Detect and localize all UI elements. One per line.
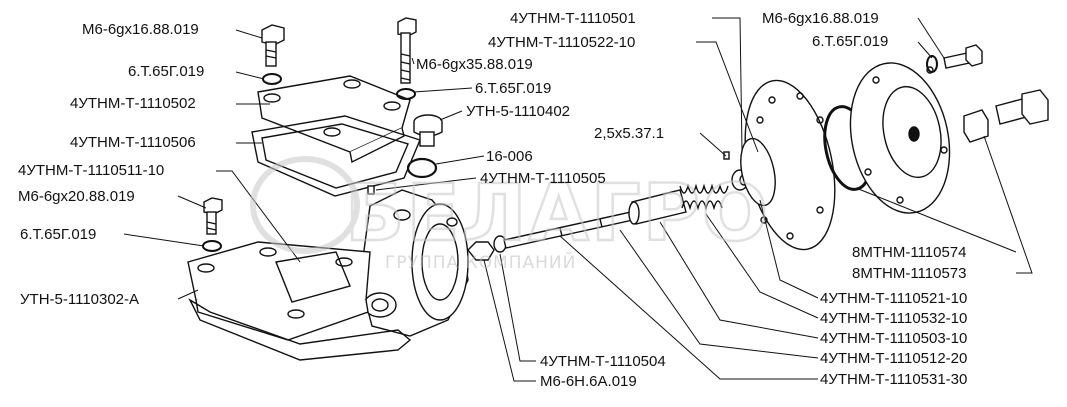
- gasket-1110506: [251, 115, 421, 197]
- bolt-m6x35: [397, 17, 417, 84]
- gasket-bottom: [188, 298, 412, 361]
- label-part-1110522: 4УТНМ-Т-1110522-10: [488, 34, 636, 51]
- bolt-m6x20: [203, 197, 223, 235]
- label-plug-1110402: УТН-5-1110402: [466, 103, 571, 120]
- label-part-1110505: 4УТНМ-Т-1110505: [480, 170, 606, 187]
- label-pin: 2,5х5.37.1: [594, 125, 665, 142]
- label-part-1110504: 4УТНМ-Т-1110504: [540, 353, 666, 370]
- label-part-1110511: 4УТНМ-Т-1110511-10: [18, 162, 165, 179]
- housing-body: [359, 189, 469, 337]
- watermark-brand: БЕЛАГРО: [345, 169, 770, 259]
- cover-8mthm-573: [849, 62, 951, 214]
- label-part-8mthm-574: 8МТНМ-1110574: [852, 244, 967, 261]
- label-part-1110501: 4УТНМ-Т-1110501: [510, 10, 636, 27]
- leader-lines: [123, 17, 1033, 382]
- label-nut-m6: М6-6Н.6А.019: [540, 373, 637, 390]
- oring-16-006: [406, 157, 438, 179]
- plate-1110521: [740, 137, 776, 207]
- label-flange-1110302: УТН-5-1110302-А: [20, 291, 140, 308]
- bolt-m6x16-right: [943, 44, 983, 69]
- diaphragm-1110503: [744, 79, 836, 251]
- label-part-1110531: 4УТНМ-Т-1110531-30: [820, 371, 968, 388]
- fitting-union: [963, 89, 1049, 143]
- label-bolt-m6-35: М6-6gx35.88.019: [416, 56, 533, 73]
- watermark-logo-ring: [250, 156, 360, 254]
- label-gasket-1110506: 4УТНМ-Т-1110506: [70, 134, 196, 151]
- label-m6-16-right: М6-6gx16.88.019: [762, 10, 879, 27]
- label-washer-left-1: 6.Т.65Г.019: [128, 63, 205, 80]
- label-part-1110503: 4УТНМ-Т-1110503-10: [820, 330, 968, 347]
- label-oring-16-006: 16-006: [486, 148, 533, 165]
- pin-small-right: [723, 151, 730, 160]
- watermark: БЕЛАГРО ГРУППА КОМПАНИЙ: [250, 156, 770, 273]
- washer-left-1: [262, 73, 282, 85]
- label-washer-right: 6.Т.65Г.019: [812, 33, 889, 50]
- pin-small-left: [367, 185, 375, 195]
- label-bolt-m6-20: М6-6gx20.88.019: [18, 188, 135, 205]
- washer-left-2: [202, 240, 222, 252]
- plug-1110402: [413, 114, 443, 147]
- washer-right: [926, 55, 938, 73]
- label-plate-1110502: 4УТНМ-Т-1110502: [70, 95, 196, 112]
- label-washer-mid: 6.Т.65Г.019: [475, 80, 552, 97]
- watermark-tagline: ГРУППА КОМПАНИЙ: [385, 251, 576, 273]
- bolt-m6x16-left: [261, 24, 285, 67]
- label-part-1110521: 4УТНМ-Т-1110521-10: [820, 290, 968, 307]
- label-part-1110512: 4УТНМ-Т-1110512-20: [820, 350, 968, 367]
- label-m6-16-left: М6-6gx16.88.019: [82, 21, 199, 38]
- washer-mid: [396, 88, 416, 100]
- label-washer-left-2: 6.Т.65Г.019: [20, 226, 97, 243]
- label-part-8mthm-573: 8МТНМ-1110573: [852, 265, 967, 282]
- label-part-1110532: 4УТНМ-Т-1110532-10: [820, 310, 968, 327]
